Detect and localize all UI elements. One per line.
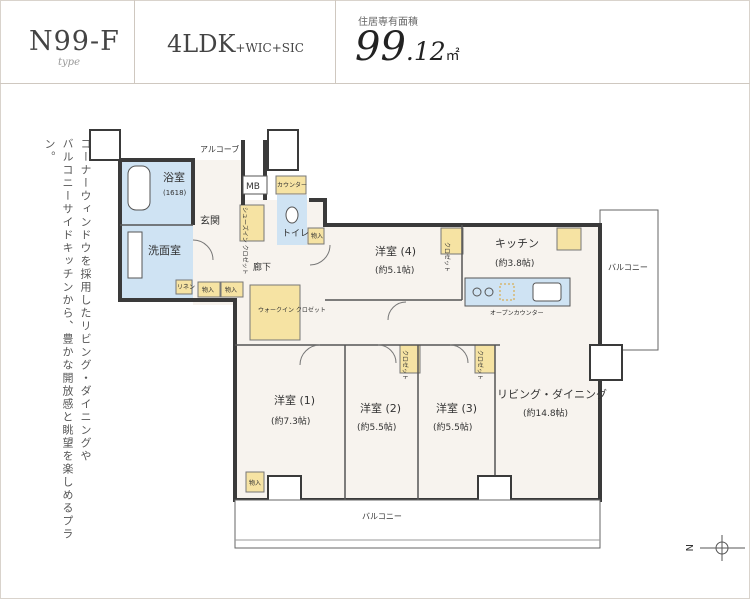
plan-extra: +WIC+SIC	[235, 41, 304, 55]
wic-label: ウォークイン クロゼット	[258, 306, 326, 314]
living-label: リビング・ダイニング	[497, 387, 607, 401]
catch-copy-line2: バルコニーサイドキッチンから、豊かな開放感と眺望を楽しめるプラン。	[43, 138, 74, 541]
room2-label: 洋室 (2)	[360, 401, 401, 415]
bath-label: 浴室	[163, 170, 185, 184]
plan-type: 4LDK+WIC+SIC	[167, 30, 304, 58]
bottom-balcony-label: バルコニー	[362, 512, 402, 521]
area-value: 99.12㎡	[355, 24, 460, 70]
balcony-area	[234, 499, 601, 549]
toilet-label: トイレ	[282, 229, 309, 239]
room3-label: 洋室 (3)	[436, 401, 477, 415]
door	[377, 344, 397, 364]
room-labels: 浴室 (1618) 洗面室 玄関 アルコーブ MB カウンター トイレ 廊下 リ…	[148, 144, 648, 521]
counter-label: カウンター	[277, 181, 307, 189]
mb-box	[242, 175, 268, 195]
storage-label: 物入	[311, 232, 323, 240]
room4-size: (約5.1帖)	[375, 264, 414, 276]
area-unit: ㎡	[445, 48, 460, 64]
door	[299, 344, 321, 366]
closet-room4	[440, 227, 464, 255]
storage-box	[197, 281, 221, 298]
closet-label: クロゼット	[401, 350, 409, 380]
room1-label: 洋室 (1)	[274, 393, 315, 407]
bath-fixtures	[127, 165, 299, 279]
catch-copy-line1: コーナーウィンドウを採用したリビング・ダイニングや	[79, 138, 92, 463]
storage-box	[220, 281, 244, 298]
open-counter-label: オープンカウンター	[490, 309, 544, 317]
type-name: N99-F	[29, 26, 120, 57]
area-label: 住居専有面積	[358, 17, 418, 28]
kitchen-counter	[464, 277, 571, 307]
side-balcony	[599, 209, 659, 351]
door	[192, 239, 214, 261]
bath-size-label: (1618)	[163, 189, 187, 197]
compass-ring	[715, 541, 729, 555]
storage-box	[307, 227, 325, 245]
toilet-bowl	[285, 206, 299, 224]
counter-box	[275, 175, 307, 195]
kitchen-size: (約3.8帖)	[495, 257, 534, 269]
living-size: (約14.8帖)	[523, 407, 568, 419]
divider	[134, 0, 135, 83]
shoe-closet	[239, 204, 265, 242]
floor-areas	[120, 160, 659, 500]
compass-north-label: N	[683, 544, 694, 551]
storage-label: 物入	[225, 286, 237, 294]
type-sub: type	[58, 57, 80, 68]
linen-box	[175, 279, 193, 295]
storage-room1	[245, 471, 265, 493]
alcove-label: アルコーブ	[200, 144, 239, 154]
header: N99-F type 4LDK+WIC+SIC 住居専有面積 99.12㎡	[0, 0, 750, 84]
main-floor	[193, 200, 600, 500]
kitchen-sink	[532, 282, 562, 302]
kitchen-shelf	[556, 227, 582, 251]
shoe-closet-label: シューズイン クロゼット	[241, 207, 249, 275]
room1-size: (約7.3帖)	[271, 415, 310, 427]
linen-label: リネン	[177, 284, 195, 291]
doors	[192, 239, 469, 366]
washbasin	[127, 231, 143, 279]
storage-label: 物入	[202, 286, 214, 294]
kitchen-label: キッチン	[495, 237, 539, 250]
mb-label: MB	[246, 182, 260, 192]
door	[387, 301, 407, 321]
catch-copy: コーナーウィンドウを採用したリビング・ダイニングやバルコニーサイドキッチンから、…	[40, 138, 94, 558]
room4-label: 洋室 (4)	[375, 244, 416, 258]
walk-in-closet	[249, 284, 301, 341]
closet-label: クロゼット	[476, 350, 484, 380]
divider	[335, 0, 336, 83]
area-dec: .12	[405, 37, 446, 66]
side-balcony-label: バルコニー	[608, 263, 648, 272]
entrance-label: 玄関	[200, 214, 220, 227]
stove-burner	[484, 287, 494, 297]
room2-size: (約5.5帖)	[357, 421, 396, 433]
partitions	[120, 224, 500, 500]
bathtub	[127, 165, 151, 211]
bottom-balcony	[234, 499, 601, 549]
counter-dash	[499, 283, 515, 301]
door	[309, 244, 331, 266]
compass-icon: N	[683, 535, 745, 561]
entrance-floor	[193, 160, 243, 205]
washroom-label: 洗面室	[148, 243, 181, 257]
plan-main: 4LDK	[167, 30, 236, 58]
column	[89, 129, 121, 161]
bath-wall	[120, 158, 195, 225]
closet-label: クロゼット	[443, 242, 451, 272]
room3-size: (約5.5帖)	[433, 421, 472, 433]
storage-label: 物入	[249, 479, 261, 487]
stove-burner	[472, 287, 482, 297]
area-int: 99	[355, 24, 406, 70]
hall-label: 廊下	[253, 261, 271, 273]
column	[267, 129, 299, 171]
closets	[175, 175, 582, 493]
column	[589, 344, 623, 381]
door	[449, 344, 469, 364]
